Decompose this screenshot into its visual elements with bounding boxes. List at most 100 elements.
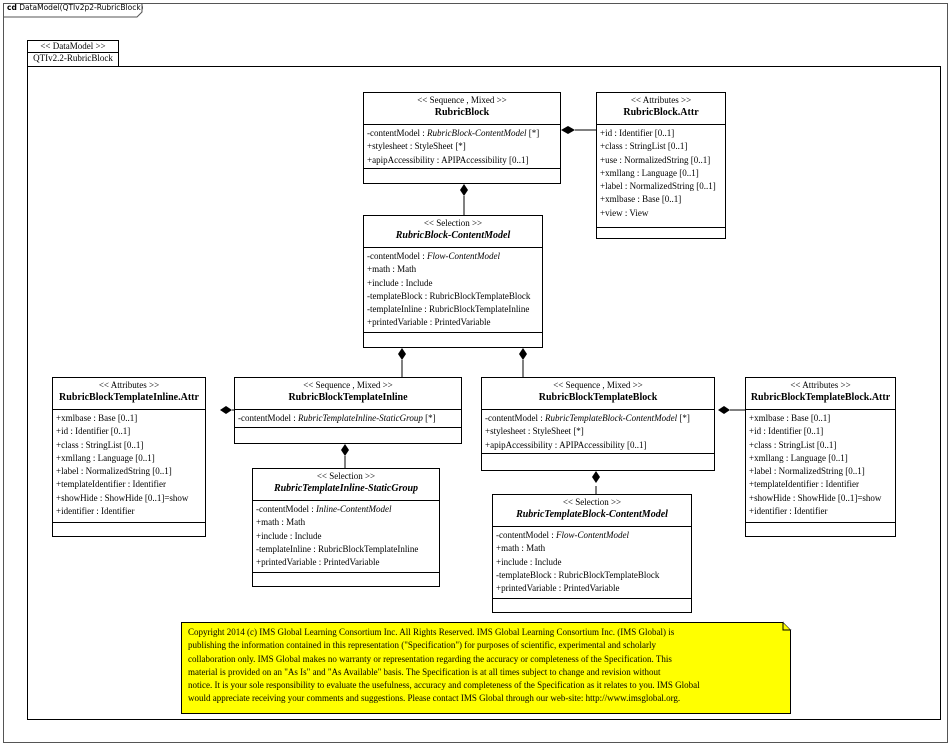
class-name: RubricBlockTemplateInline xyxy=(288,392,408,403)
composition-diamond xyxy=(460,184,468,196)
class-attribute: -contentModel : Flow-ContentModel xyxy=(496,530,629,540)
class-attribute: +showHide : ShowHide [0..1]=show xyxy=(749,492,882,503)
class-attributes: +xmlbase : Base [0..1] +id : Identifier [… xyxy=(746,410,895,523)
class-rubric-block-attr: << Attributes >> RubricBlock.Attr +id : Id… xyxy=(596,92,726,239)
class-attribute: +include : Include xyxy=(367,277,433,288)
diagram-frame xyxy=(3,3,948,743)
class-attribute: +identifier : Identifier xyxy=(749,506,828,517)
frame-title: DataModel(QTIv2p2-RubricBlock) xyxy=(19,3,144,12)
class-name: RubricBlock.Attr xyxy=(623,107,699,118)
class-attribute: -templateBlock : RubricBlockTemplateBloc… xyxy=(367,290,531,301)
note-line: would appreciate receiving your comments… xyxy=(188,693,681,704)
class-attribute: +view : View xyxy=(600,207,649,218)
note-line: collaboration only. IMS Global makes no … xyxy=(188,653,672,664)
class-attribute: -templateBlock : RubricBlockTemplateBloc… xyxy=(496,569,660,580)
class-attributes: +xmlbase : Base [0..1] +id : Identifier [… xyxy=(53,410,205,523)
class-template-inline-attr: << Attributes >> RubricBlockTemplateInlin… xyxy=(52,377,206,537)
class-attributes: +id : Identifier [0..1]+class : StringLi… xyxy=(597,125,725,228)
class-stereotype: << Sequence , Mixed >> xyxy=(303,380,393,390)
class-name: RubricBlock-ContentModel xyxy=(395,230,511,241)
class-attribute: +xmllang : Language [0..1] xyxy=(56,452,155,463)
class-attributes: -contentModel : RubricBlock-ContentModel… xyxy=(364,125,560,169)
class-attribute: +templateIdentifier : Identifier xyxy=(749,479,860,490)
note-line: notice. It is your sole responsibility t… xyxy=(188,680,700,691)
class-attribute: +id : Identifier [0..1] xyxy=(56,426,131,437)
class-attribute: +math : Math xyxy=(496,543,546,554)
class-header: << Selection >> RubricBlock-ContentModel xyxy=(364,216,542,248)
class-attribute: +xmlbase : Base [0..1] xyxy=(749,413,831,423)
class-attribute: +class : StringList [0..1] xyxy=(56,439,144,450)
class-rubric-block-content-model: << Selection >> RubricBlock-ContentModel -… xyxy=(363,215,543,348)
class-attribute: +apipAccessibility : APIPAccessibility [… xyxy=(485,439,647,450)
class-attributes: -contentModel : RubricTemplateInline-Sta… xyxy=(235,410,461,428)
class-attribute: +printedVariable : PrintedVariable xyxy=(496,583,620,594)
class-attribute: +stylesheet : StyleSheet [*] xyxy=(367,141,466,152)
class-attribute: -templateInline : RubricBlockTemplateInl… xyxy=(256,543,419,554)
class-attribute: +xmllang : Language [0..1] xyxy=(749,452,848,463)
package-body xyxy=(27,66,941,720)
composition-diamond xyxy=(561,126,575,134)
class-header: << Sequence , Mixed >>RubricBlock xyxy=(364,93,560,125)
class-name: RubricTemplateInline-StaticGroup xyxy=(273,483,419,494)
class-name: RubricBlockTemplateInline.Attr xyxy=(59,392,199,403)
composition-diamond xyxy=(519,348,527,360)
class-attribute: +xmlbase : Base [0..1] xyxy=(56,413,138,423)
class-name: RubricTemplateBlock-ContentModel xyxy=(516,509,668,520)
package-tab: << DataModel >> QTIv2.2-RubricBlock xyxy=(27,40,119,67)
class-attribute: +printedVariable : PrintedVariable xyxy=(256,557,380,568)
class-attribute: -contentModel : Flow-ContentModel xyxy=(367,251,500,261)
class-attribute: +showHide : ShowHide [0..1]=show xyxy=(56,492,189,503)
class-attribute: -contentModel : RubricBlock-ContentModel… xyxy=(367,128,540,138)
class-stereotype: << Attributes >> xyxy=(630,95,692,105)
class-attributes: -contentModel : Flow-ContentModel +math :… xyxy=(493,527,691,599)
composition-diamond xyxy=(220,406,232,414)
class-stereotype: << Sequence , Mixed >> xyxy=(553,380,643,390)
class-attribute: -templateInline : RubricBlockTemplateInl… xyxy=(367,304,530,315)
class-header: << Sequence , Mixed >> RubricBlockTemplat… xyxy=(482,378,714,410)
class-attribute: +label : NormalizedString [0..1] xyxy=(56,466,172,477)
class-template-block-attr: << Attributes >> RubricBlockTemplateBlock… xyxy=(745,377,896,537)
class-attributes: -contentModel : Flow-ContentModel +math :… xyxy=(364,248,542,333)
class-attribute: -contentModel : Inline-ContentModel xyxy=(256,504,392,514)
composition-diamond xyxy=(718,406,730,414)
class-attribute: +class : StringList [0..1] xyxy=(600,141,688,152)
class-header: << Attributes >> RubricBlockTemplateInlin… xyxy=(53,378,205,410)
class-stereotype: << Attributes >> xyxy=(790,380,851,390)
class-attribute: +id : Identifier [0..1] xyxy=(749,426,824,437)
class-rubric-block: << Sequence , Mixed >>RubricBlock -conten… xyxy=(363,92,561,184)
class-attribute: -contentModel : RubricTemplateInline-Sta… xyxy=(238,413,436,423)
class-name: RubricBlockTemplateBlock.Attr xyxy=(750,392,891,403)
class-attributes: -contentModel : RubricTemplateBlock-Cont… xyxy=(482,410,714,454)
class-attribute: +printedVariable : PrintedVariable xyxy=(367,317,491,328)
class-attribute: +math : Math xyxy=(367,264,417,275)
copyright-note: Copyright 2014 (c) IMS Global Learning C… xyxy=(181,622,791,714)
class-attributes: -contentModel : Inline-ContentModel +math… xyxy=(253,501,439,573)
note-line: Copyright 2014 (c) IMS Global Learning C… xyxy=(188,627,675,637)
class-header: << Sequence , Mixed >> RubricBlockTemplat… xyxy=(235,378,461,410)
class-attribute: +apipAccessibility : APIPAccessibility [… xyxy=(367,154,529,165)
class-attribute: +label : NormalizedString [0..1] xyxy=(600,181,716,192)
class-header: << Selection >>RubricTemplateBlock-Conte… xyxy=(493,495,691,527)
class-header: << Selection >> RubricTemplateInline-Stat… xyxy=(253,469,439,501)
composition-diamond xyxy=(398,348,406,360)
composition-diamond xyxy=(341,444,349,456)
class-attribute: +label : NormalizedString [0..1] xyxy=(749,466,865,477)
class-stereotype: << Selection >> xyxy=(316,471,376,481)
class-attribute: +include : Include xyxy=(496,556,562,567)
class-attribute: +identifier : Identifier xyxy=(56,506,135,517)
package-stereotype: << DataModel >> xyxy=(40,41,106,51)
class-attribute: -contentModel : RubricTemplateBlock-Cont… xyxy=(485,413,690,423)
class-attribute: +xmllang : Language [0..1] xyxy=(600,167,699,178)
class-attribute: +xmlbase : Base [0..1] xyxy=(600,194,682,205)
class-stereotype: << Attributes >> xyxy=(98,380,160,390)
class-stereotype: << Selection >> xyxy=(423,218,483,228)
class-name: RubricBlockTemplateBlock xyxy=(538,392,658,403)
diagram-frame-tab: cd DataModel(QTIv2p2-RubricBlock) xyxy=(3,3,148,17)
class-attribute: +math : Math xyxy=(256,517,306,528)
class-attribute: +use : NormalizedString [0..1] xyxy=(600,154,711,165)
class-header: << Attributes >> RubricBlock.Attr xyxy=(597,93,725,125)
class-stereotype: << Sequence , Mixed >> xyxy=(417,95,507,105)
